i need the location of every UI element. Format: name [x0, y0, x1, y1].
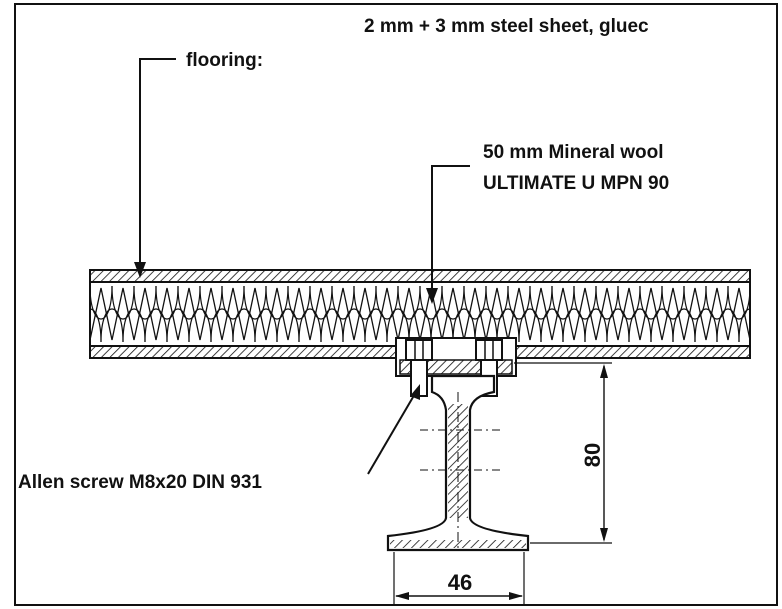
top-steel-sheet — [89, 269, 751, 283]
dimension-width — [393, 552, 525, 604]
wool-loop — [375, 285, 399, 320]
wool-loop — [661, 285, 685, 320]
left-bolt — [405, 339, 433, 397]
wool-loop — [485, 285, 509, 320]
mineral-wool-leader — [426, 165, 470, 304]
wool-loop — [353, 285, 377, 320]
wool-loop — [716, 308, 740, 343]
dimension-width-label: 46 — [448, 570, 472, 595]
wool-loop — [166, 308, 190, 343]
wool-loop — [595, 285, 619, 320]
wool-loop — [90, 308, 102, 343]
wool-loop — [221, 285, 245, 320]
wool-loop — [430, 308, 454, 343]
wool-loop — [573, 285, 597, 320]
dimension-height — [514, 362, 612, 544]
wool-loop — [122, 308, 146, 343]
mineral-wool-label-line2: ULTIMATE U MPN 90 — [483, 173, 669, 194]
wool-loop — [551, 285, 575, 320]
drawing-border — [14, 3, 778, 606]
mineral-wool-label-line1: 50 mm Mineral wool — [483, 142, 664, 163]
wool-loop — [463, 285, 487, 320]
wool-loop — [650, 308, 674, 343]
wool-loop — [507, 285, 531, 320]
wool-loop — [705, 285, 729, 320]
wool-loop — [298, 308, 322, 343]
dimension-height-label: 80 — [580, 443, 605, 467]
steel-sheet-label: 2 mm + 3 mm steel sheet, gluec — [364, 16, 649, 37]
i-beam — [386, 374, 530, 552]
wool-loop — [199, 285, 223, 320]
wool-loop — [474, 308, 498, 343]
wool-loop — [276, 308, 300, 343]
wool-loop — [265, 285, 289, 320]
wool-loop — [320, 308, 344, 343]
mineral-wool-layer — [90, 285, 782, 343]
wool-loop — [584, 308, 608, 343]
wool-loop — [243, 285, 267, 320]
wool-loop — [639, 285, 663, 320]
wool-loop — [188, 308, 212, 343]
wool-loop — [408, 308, 432, 343]
wool-loop — [232, 308, 256, 343]
wool-loop — [254, 308, 278, 343]
wool-loop — [761, 309, 782, 342]
wool-loop — [562, 308, 586, 343]
allen-screw-label: Allen screw M8x20 DIN 931 — [18, 472, 262, 493]
wool-loop — [694, 308, 718, 343]
wool-loop — [364, 308, 388, 343]
wool-loop — [738, 308, 750, 343]
wool-loop — [111, 285, 135, 320]
wool-loop — [309, 285, 333, 320]
wool-loop — [628, 308, 652, 343]
wool-loop — [496, 308, 520, 343]
wool-loop — [672, 308, 696, 343]
wool-loop — [606, 308, 630, 343]
wool-loop — [397, 285, 421, 320]
wool-loop — [683, 285, 707, 320]
wool-loop — [749, 286, 750, 298]
flooring-leader — [134, 58, 176, 278]
wool-loop — [287, 285, 311, 320]
wool-loop — [452, 308, 476, 343]
wool-loop — [177, 285, 201, 320]
wool-loop — [617, 285, 641, 320]
wool-loop — [100, 308, 124, 343]
wool-loop — [144, 308, 168, 343]
wool-loop — [331, 285, 355, 320]
wool-loop — [441, 285, 465, 320]
wool-loop — [133, 285, 157, 320]
allen-screw-leader — [367, 384, 420, 475]
wool-loop — [529, 285, 553, 320]
wool-loop — [419, 285, 443, 320]
wool-loop — [518, 308, 542, 343]
flooring-label: flooring: — [186, 50, 263, 71]
wool-loop — [386, 308, 410, 343]
wool-loop — [155, 285, 179, 320]
wool-loop — [342, 308, 366, 343]
wool-loop — [210, 308, 234, 343]
wool-loop — [540, 308, 564, 343]
